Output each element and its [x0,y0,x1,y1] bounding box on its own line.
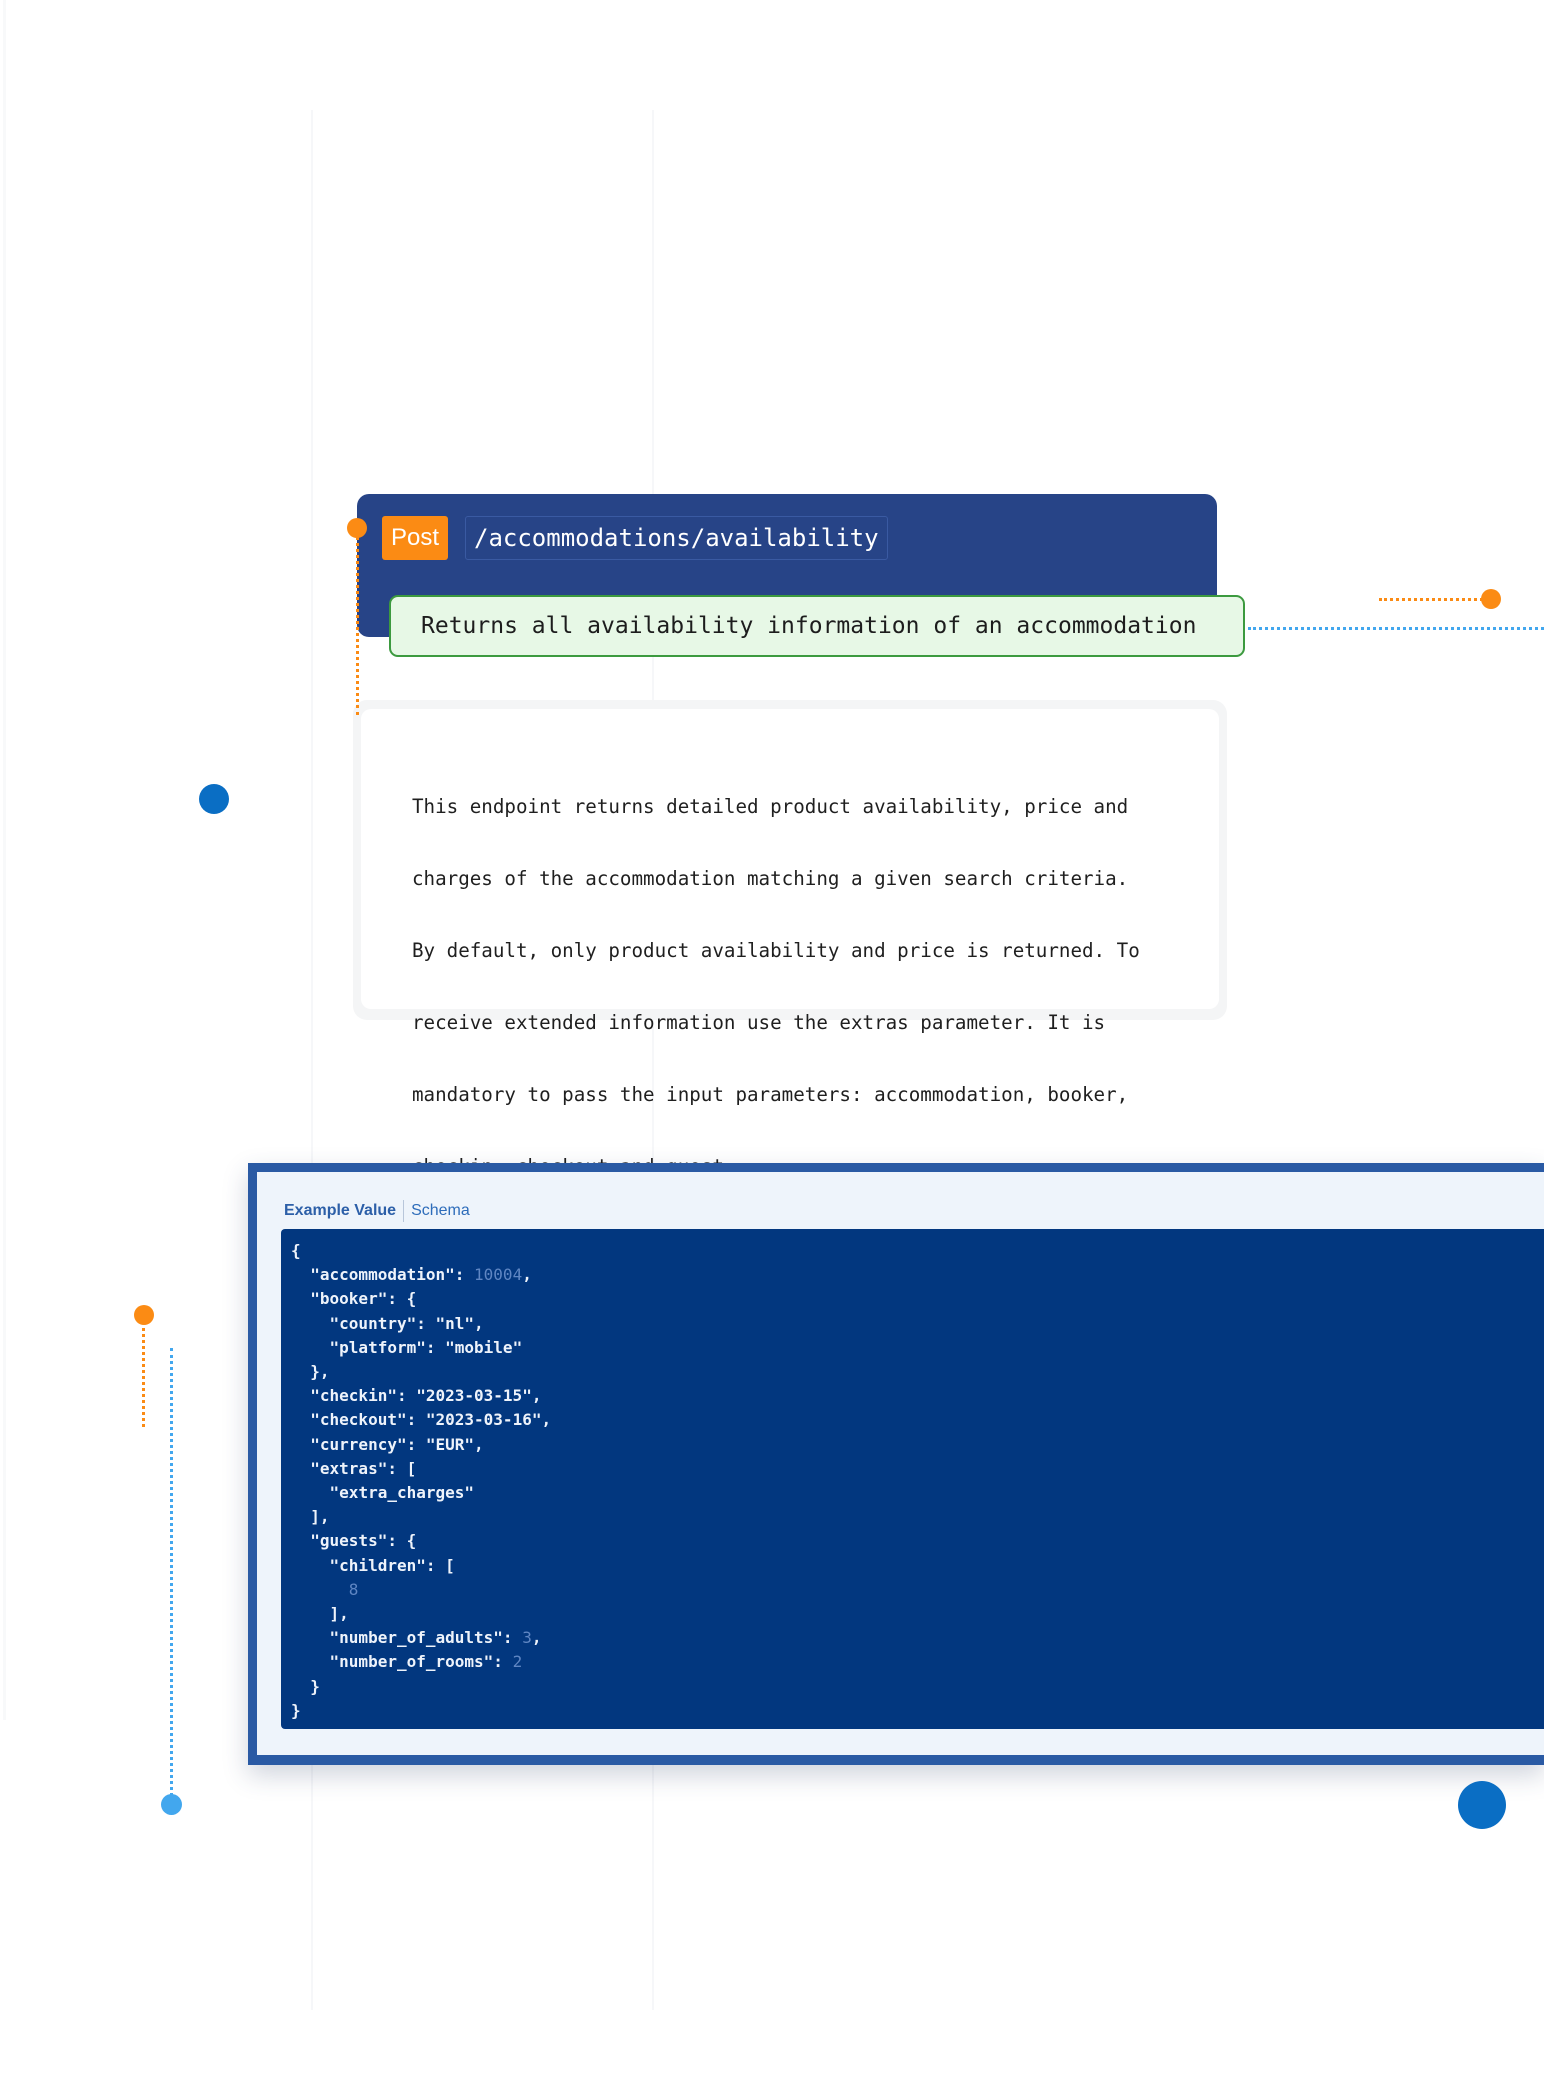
connector-dot [1481,589,1501,609]
decorative-dot [1458,1781,1506,1829]
json-number-value: 2 [512,1652,523,1672]
connector-line [170,1348,173,1803]
description-line: receive extended information use the ext… [412,1011,1106,1034]
connector-dot [161,1794,182,1815]
connector-dot [347,518,367,538]
tab-divider [403,1200,405,1222]
json-string-value: EUR [435,1434,465,1454]
json-string-value: nl [445,1313,465,1333]
json-string-value: 2023-03-16 [435,1410,532,1430]
description-line: charges of the accommodation matching a … [412,867,1129,890]
connector-line [356,530,359,715]
decorative-dot [199,784,229,814]
background-guide-line [652,110,654,2010]
example-tabs: Example Value Schema [284,1200,470,1222]
json-string-value: mobile [454,1337,513,1357]
endpoint-path: /accommodations/availability [465,516,888,560]
example-json-code[interactable]: { "accommodation": 10004, "booker": { "c… [281,1229,1544,1729]
background-guide-line [311,110,313,2010]
connector-line [142,1321,145,1427]
description-card: This endpoint returns detailed product a… [353,700,1227,1178]
tab-schema[interactable]: Schema [411,1202,470,1219]
description-line: mandatory to pass the input parameters: … [412,1083,1129,1106]
description-line: By default, only product availability an… [412,939,1140,962]
tab-example-value[interactable]: Example Value [284,1202,397,1219]
connector-line [1248,627,1544,630]
endpoint-description: This endpoint returns detailed product a… [361,709,1219,1178]
json-string-value: extra_charges [339,1483,465,1503]
json-number-value: 3 [522,1628,532,1648]
connector-line [1379,598,1483,601]
json-string-value: 2023-03-15 [425,1386,523,1406]
json-number-value: 8 [348,1579,359,1599]
connector-dot [134,1305,154,1325]
endpoint-summary: Returns all availability information of … [389,595,1245,657]
description-line: This endpoint returns detailed product a… [412,795,1129,818]
request-body-example-panel: Example Value Schema { "accommodation": … [248,1163,1544,1765]
json-number-value: 10004 [474,1265,523,1285]
background-guide-line [3,0,6,1720]
example-panel-body: Example Value Schema { "accommodation": … [257,1172,1544,1755]
http-method-badge: Post [382,516,449,560]
